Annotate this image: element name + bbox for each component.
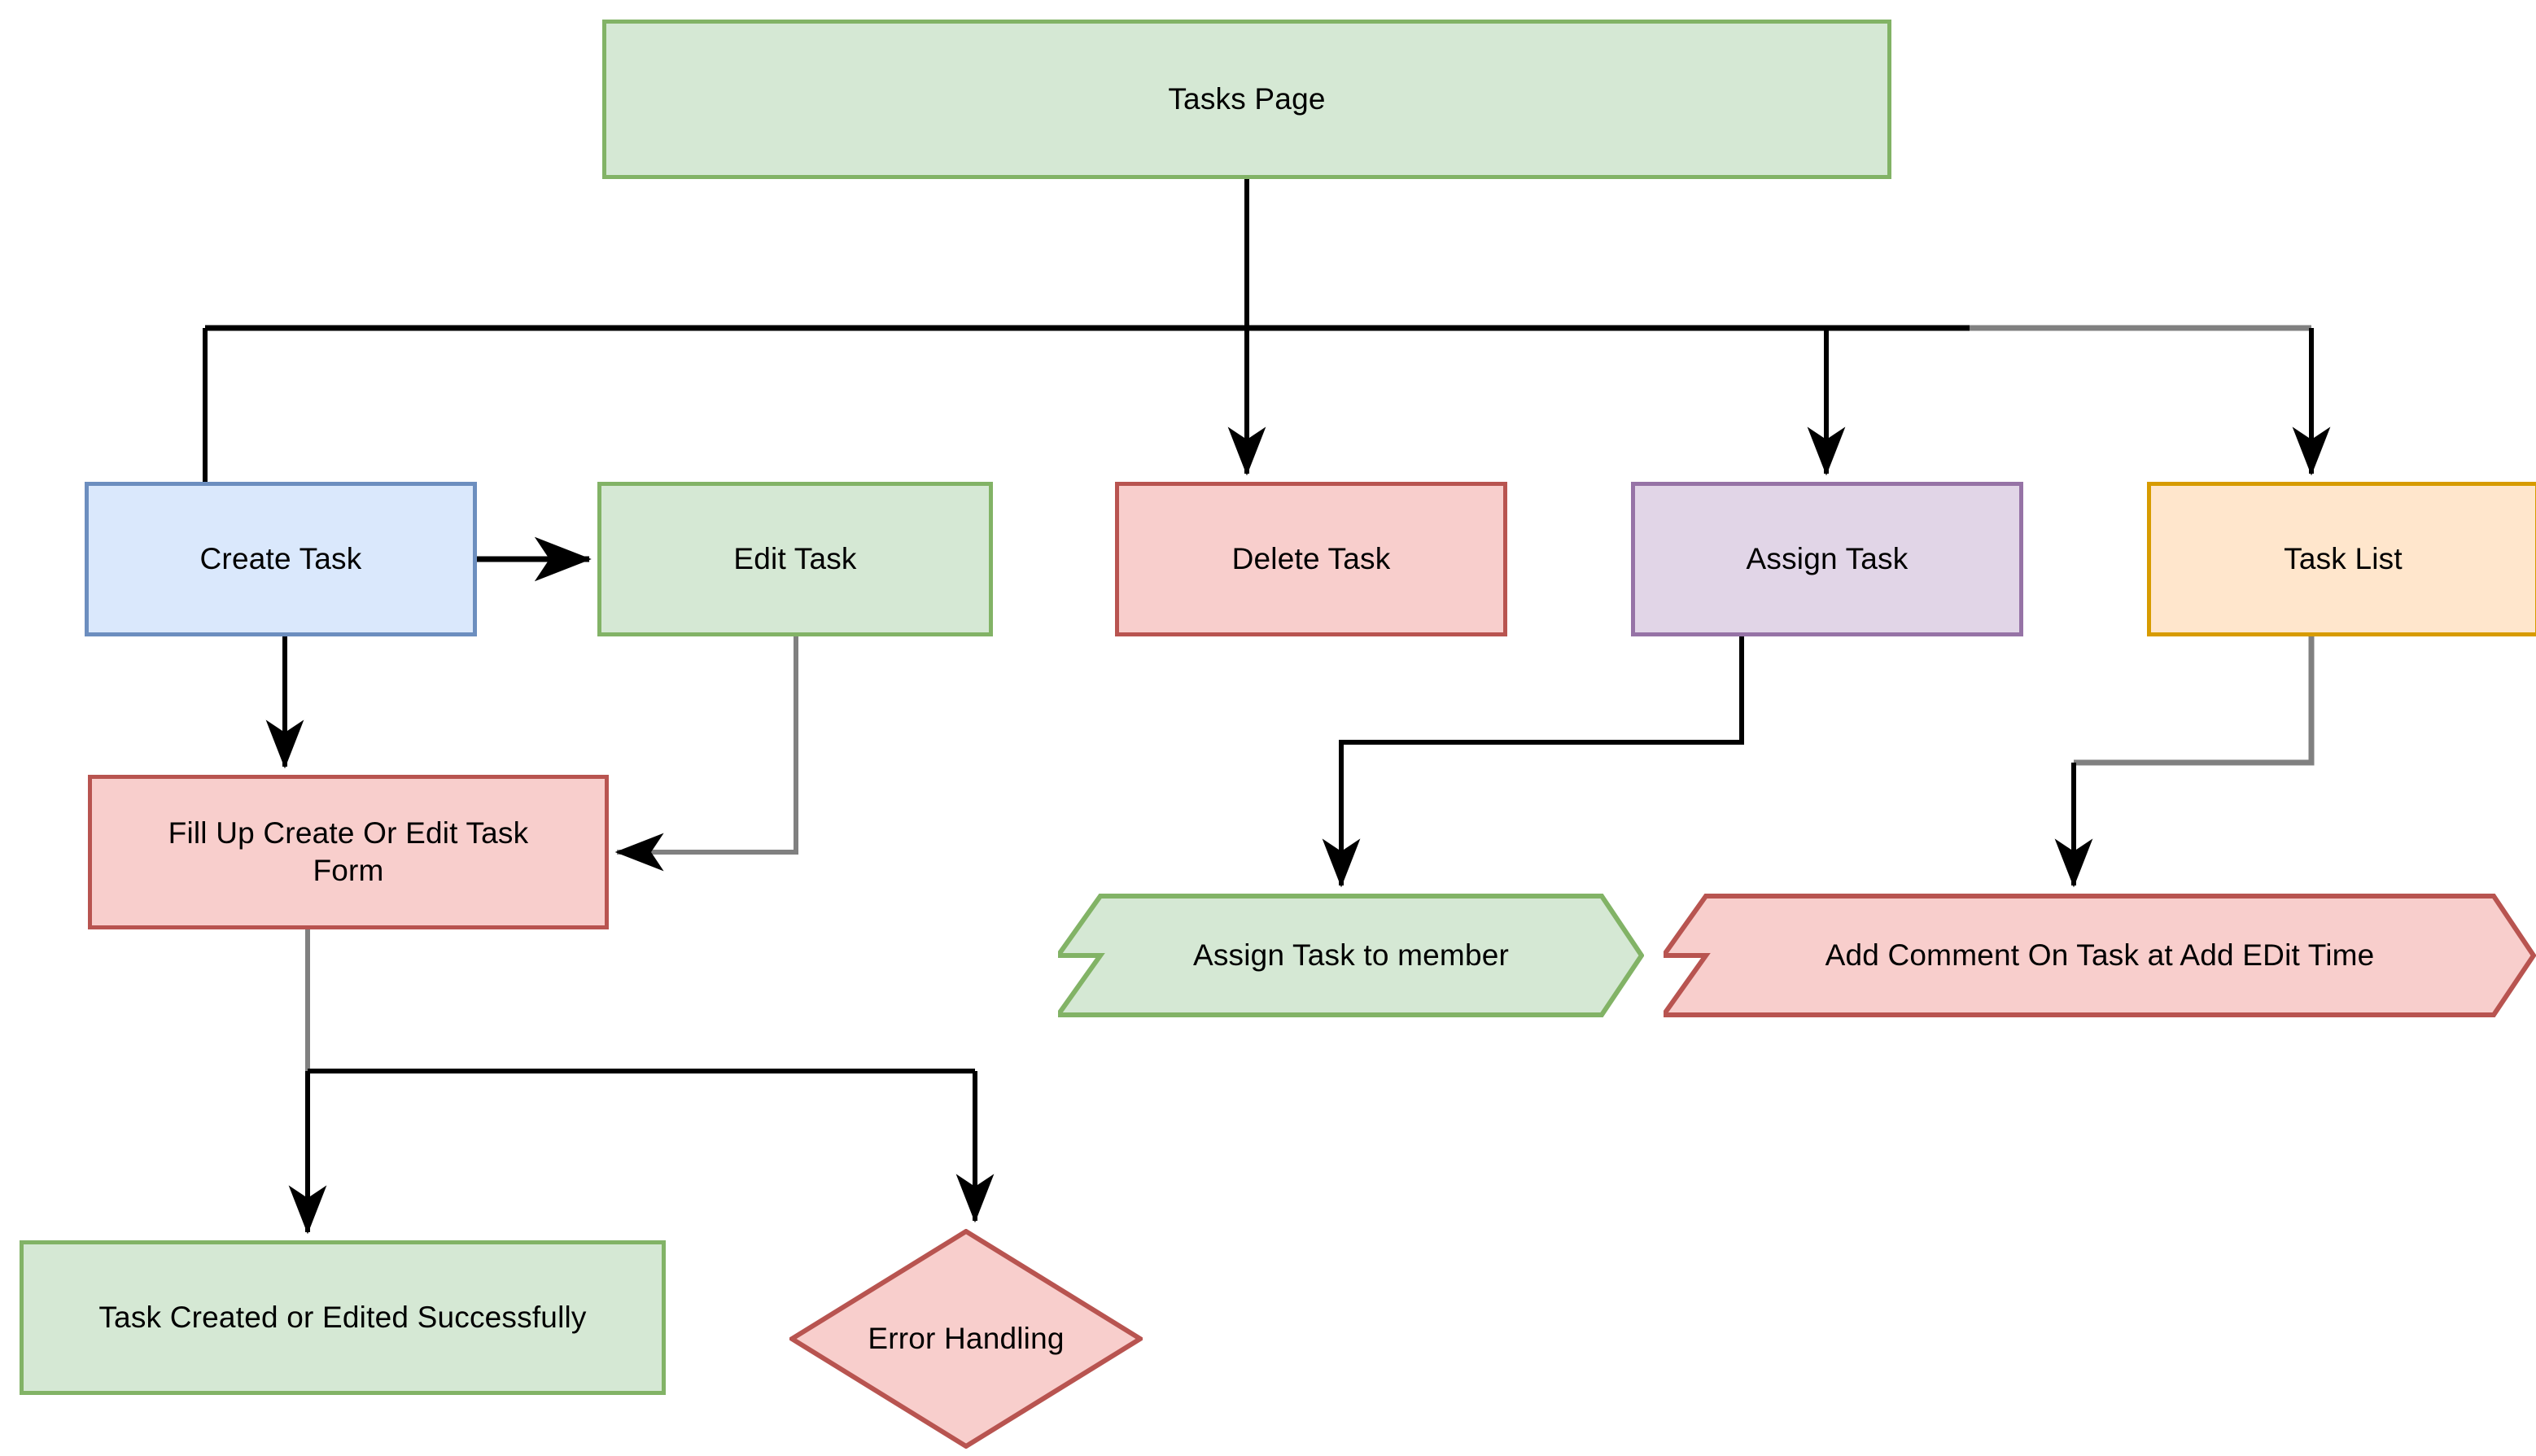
- node-create-task[interactable]: Create Task: [85, 482, 477, 636]
- node-label-assign-member: Assign Task to member: [1192, 938, 1510, 972]
- edge-task-list-to-add-comment: [2074, 636, 2315, 766]
- node-label-add-comment: Add Comment On Task at Add EDit Time: [1825, 938, 2375, 972]
- node-label-create-task: Create Task: [199, 541, 362, 575]
- node-label-delete-task: Delete Task: [1231, 541, 1391, 575]
- node-label-fill-form: Fill Up Create Or Edit Task Form: [168, 815, 529, 887]
- node-assign-member[interactable]: Assign Task to member: [1058, 894, 1644, 1017]
- node-edit-task[interactable]: Edit Task: [597, 482, 993, 636]
- node-delete-task[interactable]: Delete Task: [1115, 482, 1507, 636]
- node-fill-form[interactable]: Fill Up Create Or Edit Task Form: [88, 775, 609, 929]
- node-label-task-list: Task List: [2284, 541, 2403, 575]
- chevron-shape-assign-member: [1058, 894, 1644, 1017]
- node-error-handling[interactable]: Error Handling: [789, 1229, 1143, 1449]
- chevron-shape-add-comment: [1664, 894, 2536, 1017]
- node-task-success[interactable]: Task Created or Edited Successfully: [20, 1240, 666, 1395]
- node-label-error-handling: Error Handling: [868, 1321, 1065, 1355]
- edge-edit-task-to-fill-form: [614, 636, 798, 872]
- node-task-list[interactable]: Task List: [2147, 482, 2536, 636]
- node-add-comment[interactable]: Add Comment On Task at Add EDit Time: [1664, 894, 2536, 1017]
- node-label-edit-task: Edit Task: [733, 541, 857, 575]
- diamond-shape-error-handling: [789, 1229, 1143, 1449]
- node-tasks-page[interactable]: Tasks Page: [602, 20, 1891, 179]
- node-label-task-success: Task Created or Edited Successfully: [98, 1300, 587, 1334]
- node-label-assign-task: Assign Task: [1746, 541, 1909, 575]
- node-assign-task[interactable]: Assign Task: [1631, 482, 2023, 636]
- edge-assign-task-to-assign-member: [1322, 636, 1744, 888]
- node-label-tasks-page: Tasks Page: [1168, 81, 1326, 116]
